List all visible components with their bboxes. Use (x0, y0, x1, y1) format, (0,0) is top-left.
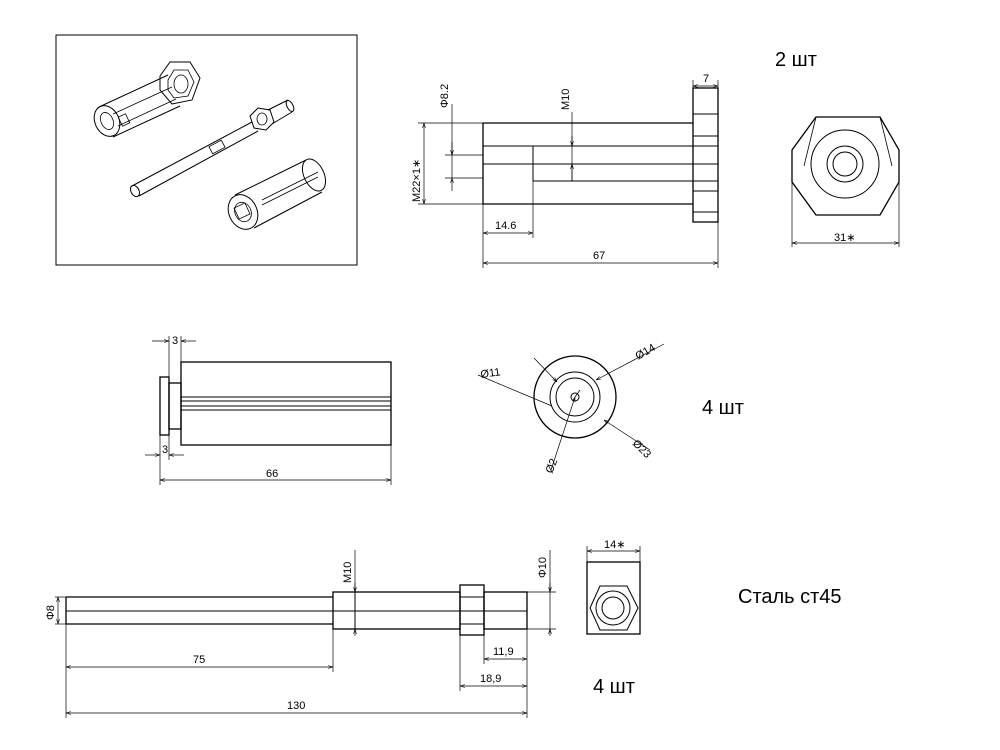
iso-sleeve-with-nut (93, 61, 201, 138)
part2-side-view: 3 3 66 (145, 335, 392, 485)
part3-front-view: 14∗ (586, 539, 641, 635)
part3-side-view: Φ8 M10 Φ10 11,9 18,9 75 130 (45, 550, 556, 718)
iso-sleeve (227, 158, 327, 230)
part2-dim-3-top: 3 (172, 335, 178, 347)
part2-dim-phi23: Ø23 (630, 438, 653, 461)
part1-front-view: 31∗ (791, 116, 900, 247)
part3-dim-14: 14∗ (604, 539, 625, 551)
part3-dim-phi8: Φ8 (45, 605, 57, 620)
part2-dim-66: 66 (266, 468, 278, 480)
isometric-assembly-view (55, 34, 358, 266)
part2-dim-3-bottom: 3 (162, 444, 168, 456)
part1-quantity: 2 шт (775, 49, 817, 71)
part3-dim-11-9: 11,9 (493, 646, 514, 658)
part2-dim-phi2: Ø2 (544, 457, 561, 475)
part2-dim-phi11: Ø11 (480, 366, 501, 381)
part1-side-view: Φ8.2 M10 M22×1∗ 7 14.6 67 (411, 73, 719, 268)
part1-dim-14-6: 14.6 (495, 220, 516, 232)
part3-dim-phi10: Φ10 (537, 557, 549, 578)
part3-quantity: 4 шт (593, 676, 635, 698)
part2-quantity: 4 шт (702, 397, 744, 419)
part1-dim-phi82: Φ8.2 (439, 84, 451, 108)
part3-dim-18-9: 18,9 (480, 673, 501, 685)
part1-dim-m22: M22×1∗ (411, 159, 423, 202)
iso-bolt (129, 99, 295, 198)
part3-dim-m10: M10 (342, 562, 354, 583)
iso-frame (55, 34, 358, 266)
part1-dim-31: 31∗ (834, 232, 855, 244)
part3-dim-130: 130 (287, 700, 305, 712)
part2-front-view: Ø11 Ø14 Ø2 Ø23 (477, 342, 665, 475)
part3-dim-75: 75 (193, 654, 205, 666)
part1-dim-7: 7 (703, 73, 709, 85)
part3-material: Сталь ст45 (738, 586, 842, 608)
part1-dim-67: 67 (593, 250, 605, 262)
part2-dim-phi14: Ø14 (634, 342, 658, 363)
part1-dim-m10: M10 (560, 89, 572, 110)
